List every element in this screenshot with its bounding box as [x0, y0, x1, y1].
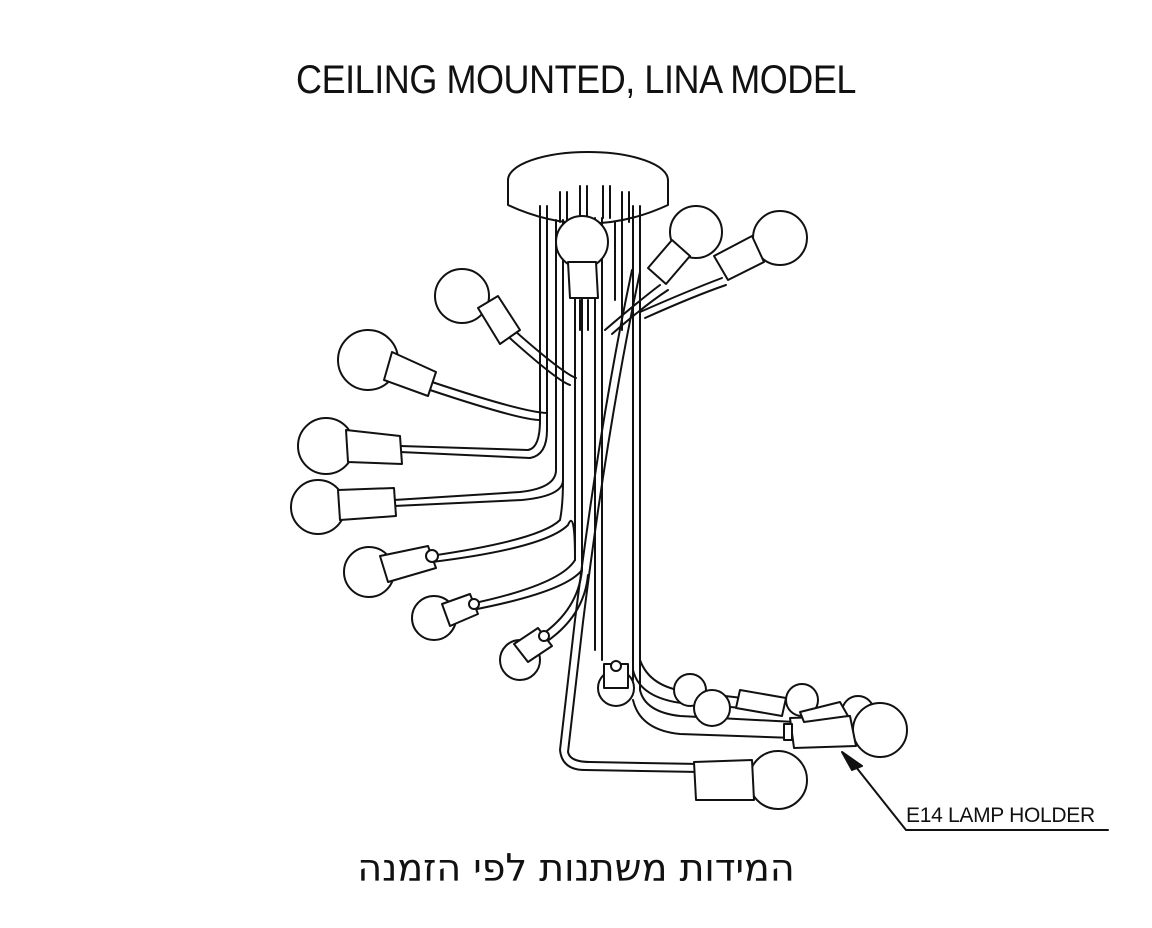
lamp-2	[337, 329, 437, 397]
lamp-13-e14-holder	[783, 701, 908, 758]
callout-leader	[841, 751, 1109, 831]
upper-right-arms	[579, 277, 727, 335]
lamp-5	[343, 545, 439, 598]
lamp-7	[499, 627, 553, 681]
lamp-4	[290, 479, 397, 535]
lamp-8	[555, 215, 609, 299]
lamp-14	[693, 750, 808, 810]
diagram-caption: המידות משתנות לפי הזמנה	[357, 846, 795, 890]
lamp-10	[713, 210, 808, 281]
diagram-title: CEILING MOUNTED, LINA MODEL	[296, 58, 856, 102]
lamp-11	[597, 660, 635, 707]
lamp-1	[434, 268, 521, 345]
bottom-arm	[559, 269, 701, 773]
lamp-3	[297, 417, 403, 475]
lamp-holder-callout-label: E14 LAMP HOLDER	[906, 804, 1095, 827]
lamp-9	[647, 205, 723, 285]
rod-bundle	[539, 217, 641, 691]
rod-stubs	[539, 185, 641, 237]
left-arms	[393, 313, 589, 643]
lamp-6	[411, 593, 480, 641]
